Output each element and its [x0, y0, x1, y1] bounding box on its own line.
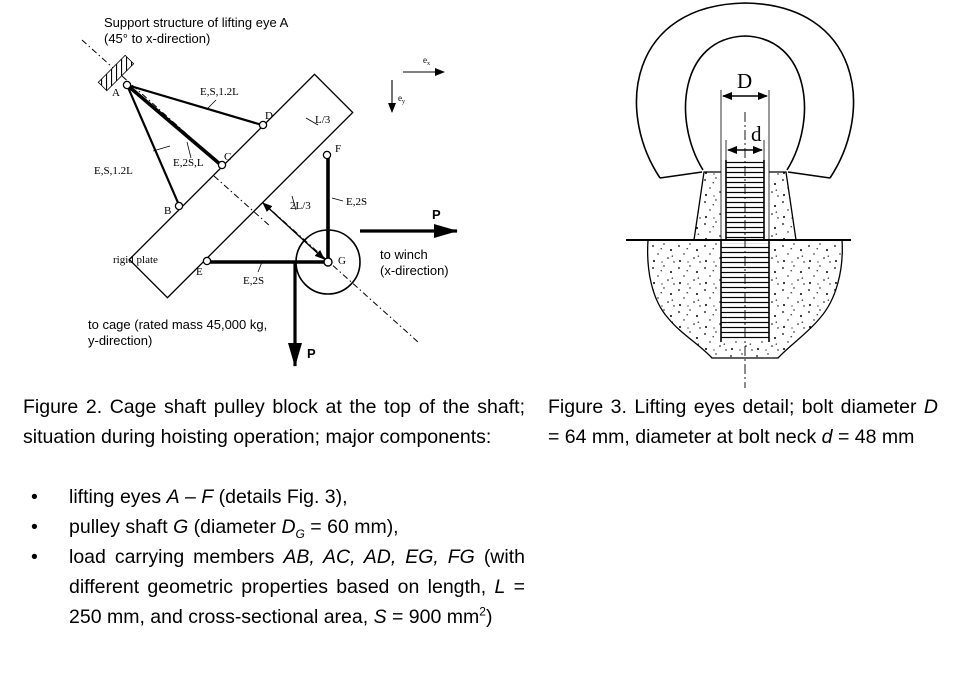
- figure-2-caption: Figure 2. Cage shaft pulley block at the…: [23, 396, 525, 448]
- eye-A: [122, 80, 132, 90]
- support-label-line2: (45° to x-direction): [104, 31, 210, 46]
- member-AC-line: [125, 83, 223, 167]
- dim-L3-label: L/3: [315, 114, 331, 126]
- figure-3-lifting-eye: D d: [626, 2, 855, 388]
- winch-label-line2: (x-direction): [380, 263, 449, 278]
- cage-label-line1: to cage (rated mass 45,000 kg,: [88, 317, 267, 332]
- figures-drawing: Support structure of lifting eye A (45° …: [81, 2, 855, 388]
- support-structure: [97, 54, 135, 92]
- force-P-y-label: P: [307, 346, 316, 361]
- eye-ring-outer: [635, 2, 855, 179]
- member-FG-label: E,2S: [346, 196, 367, 208]
- dim-D-label: D: [737, 69, 752, 93]
- rigid-plate-label: rigid plate: [113, 254, 158, 266]
- member-AB-line: [125, 84, 181, 206]
- member-AD-line: [126, 83, 263, 127]
- member-AB-label: E,S,1.2L: [94, 165, 133, 177]
- figure-2-pulley-block: Support structure of lifting eye A (45° …: [81, 15, 458, 367]
- label-B: B: [164, 205, 171, 217]
- ex-label: e: [423, 55, 427, 65]
- eye-C: [217, 160, 227, 170]
- eye-B: [174, 201, 184, 211]
- rigid-plate: [128, 73, 354, 299]
- bullet-pulley-shaft: pulley shaft G (diameter DG = 60 mm),: [23, 512, 525, 542]
- member-AD-label: E,S,1.2L: [200, 86, 239, 98]
- dim-d-label: d: [751, 122, 762, 146]
- svg-text:ey: ey: [398, 93, 405, 105]
- label-G: G: [338, 255, 346, 267]
- svg-text:ex: ex: [423, 55, 430, 67]
- member-EG-label: E,2S: [243, 275, 264, 287]
- support-label-line1: Support structure of lifting eye A: [104, 15, 289, 30]
- cage-label-line2: y-direction): [88, 333, 152, 348]
- figure-3-caption: Figure 3. Lifting eyes detail; bolt diam…: [548, 396, 938, 448]
- force-P-x-label: P: [432, 207, 441, 222]
- figure-2-bullet-list: lifting eyes A – F (details Fig. 3), pul…: [23, 482, 525, 632]
- bullet-load-members: load carrying members AB, AC, AD, EG, FG…: [23, 542, 525, 632]
- eye-ring-inner: [684, 35, 806, 171]
- member-AC-label: E,2S,L: [173, 157, 204, 169]
- eye-F: [322, 150, 332, 160]
- winch-label-line1: to winch: [380, 247, 428, 262]
- dim-2L3-label: 2L/3: [290, 200, 311, 212]
- pulley-shaft-G: [323, 257, 333, 267]
- label-E: E: [196, 266, 203, 278]
- label-F: F: [335, 143, 341, 155]
- eye-D: [258, 120, 268, 130]
- label-D: D: [265, 110, 273, 122]
- label-C: C: [224, 151, 231, 163]
- label-A: A: [112, 87, 120, 99]
- eye-E: [202, 256, 212, 266]
- dim-2L3-arrow: [262, 202, 325, 260]
- ey-label: e: [398, 93, 402, 103]
- bullet-lifting-eyes: lifting eyes A – F (details Fig. 3),: [23, 482, 525, 512]
